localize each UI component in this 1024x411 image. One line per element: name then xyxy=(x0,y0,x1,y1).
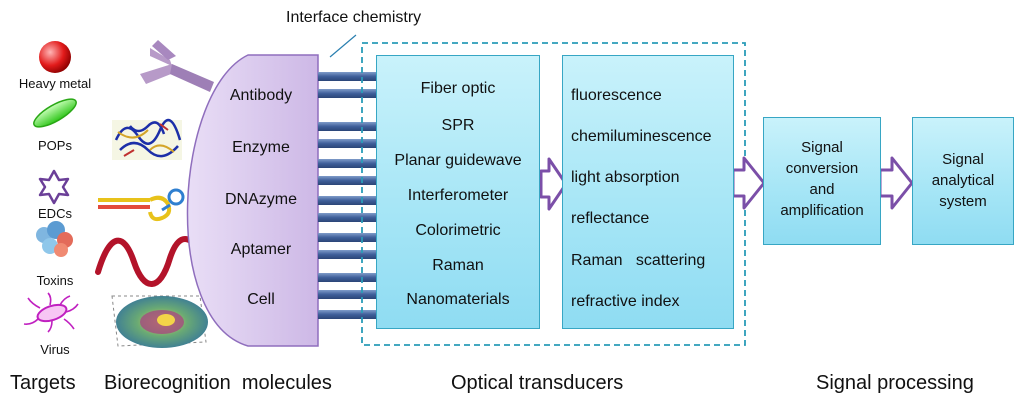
heavy-metal-icon xyxy=(39,41,71,73)
signal-type-item: Raman scattering xyxy=(571,252,706,269)
aptamer-icon xyxy=(95,236,199,287)
analytical-line: analytical xyxy=(931,172,995,189)
footer-biorecognition: Biorecognition molecules xyxy=(104,372,332,394)
arrow-icon xyxy=(878,156,914,210)
transducer-types-box: Fiber optic SPR Planar guidewave Interfe… xyxy=(376,55,540,329)
signal-type-item: light absorption xyxy=(571,169,680,186)
interface-chemistry-label: Interface chemistry xyxy=(286,9,422,26)
arrow-icon xyxy=(731,156,766,210)
toxins-protein-icon xyxy=(36,221,73,257)
signal-conversion-box: Signal conversion and amplification xyxy=(763,117,881,245)
virus-icon xyxy=(23,292,79,333)
transducer-item: Planar guidewave xyxy=(394,152,522,169)
arrow-icon xyxy=(539,157,568,211)
target-label-heavy-metal: Heavy metal xyxy=(18,76,92,91)
connector-bars xyxy=(318,72,376,319)
signal-type-item: refractive index xyxy=(571,293,680,310)
signal-type-item: fluorescence xyxy=(571,87,662,104)
transducer-item: Fiber optic xyxy=(420,80,496,97)
conversion-line: Signal xyxy=(801,139,843,156)
transducer-item: Raman xyxy=(432,257,484,274)
transducer-item: Nanomaterials xyxy=(406,291,510,308)
antibody-icon xyxy=(140,40,214,92)
conversion-line: and xyxy=(809,181,835,198)
target-label-pops: POPs xyxy=(38,138,72,153)
signal-types-box: fluorescence chemiluminescence light abs… xyxy=(562,55,734,329)
conversion-line: conversion xyxy=(785,160,859,177)
transducer-item: Interferometer xyxy=(407,187,509,204)
target-label-edcs: EDCs xyxy=(38,206,72,221)
footer-signal-processing: Signal processing xyxy=(816,372,974,394)
bio-label-aptamer: Aptamer xyxy=(230,241,292,258)
transducer-item: SPR xyxy=(441,117,475,134)
analytical-line: Signal xyxy=(942,151,984,168)
transducer-item: Colorimetric xyxy=(415,222,501,239)
signal-type-item: reflectance xyxy=(571,210,650,227)
signal-type-item: chemiluminescence xyxy=(571,128,712,145)
pops-icon xyxy=(33,98,77,128)
biorecognition-panel xyxy=(186,54,319,347)
cell-icon xyxy=(111,295,208,348)
target-label-virus: Virus xyxy=(40,342,70,357)
analytical-line: system xyxy=(939,193,987,210)
dnazyme-icon xyxy=(98,188,185,222)
footer-targets: Targets xyxy=(10,372,76,394)
target-label-toxins: Toxins xyxy=(36,273,74,288)
interface-leader-line xyxy=(329,34,357,58)
enzyme-icon xyxy=(112,118,182,160)
bio-label-dnazyme: DNAzyme xyxy=(224,191,297,208)
bio-label-cell: Cell xyxy=(247,291,275,308)
bio-label-enzyme: Enzyme xyxy=(232,139,290,156)
bio-label-antibody: Antibody xyxy=(229,87,293,104)
conversion-line: amplification xyxy=(780,202,864,219)
signal-analytical-box: Signal analytical system xyxy=(912,117,1014,245)
footer-optical-transducers: Optical transducers xyxy=(451,372,624,394)
edcs-star-icon xyxy=(38,169,70,205)
